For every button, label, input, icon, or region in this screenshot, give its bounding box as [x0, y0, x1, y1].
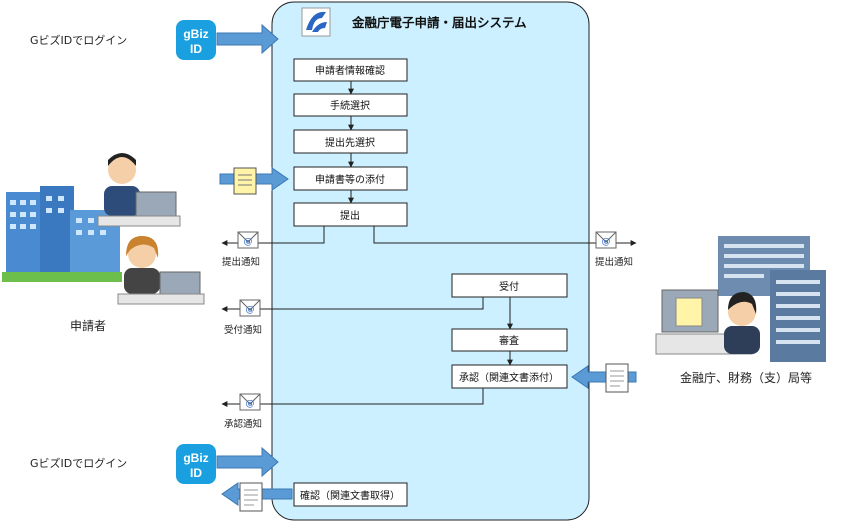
gbiz-logo-line1: gBiz	[183, 27, 208, 41]
person-icon	[724, 292, 760, 354]
document-icon	[605, 363, 629, 393]
mail-icon: @	[595, 231, 617, 249]
svg-text:@: @	[246, 399, 255, 409]
applicant-label: 申請者	[70, 319, 106, 333]
step-label-accept: 受付	[499, 280, 519, 293]
step-label-procedure: 手続選択	[330, 99, 370, 112]
login-bottom-label: GビズIDでログイン	[30, 456, 127, 470]
mail-icon: @	[239, 299, 261, 317]
step-box-confirm	[293, 482, 408, 507]
step-label-confirm: 確認（関連文書取得）	[300, 489, 400, 502]
step-label-approve: 承認（関連文書添付）	[459, 371, 559, 384]
mail-icon: @	[237, 231, 259, 249]
submit-notice-right-label: 提出通知	[595, 256, 633, 268]
svg-text:@: @	[602, 237, 611, 247]
accept-notice-label: 受付通知	[224, 324, 262, 336]
submit-notice-left-label: 提出通知	[222, 256, 260, 268]
approve-line	[221, 388, 484, 407]
step-box-procedure	[293, 93, 408, 117]
mail-icon: @	[239, 393, 261, 411]
computer-icon	[117, 271, 205, 305]
step-box-accept	[451, 273, 568, 298]
step-box-approve	[451, 364, 568, 389]
gbiz-logo-line2: ID	[190, 466, 202, 480]
submit-right-line	[373, 226, 637, 246]
step-label-applicant-info: 申請者情報確認	[315, 64, 385, 77]
svg-text:@: @	[244, 237, 253, 247]
document-icon	[233, 167, 257, 195]
step-label-review: 審査	[499, 334, 519, 347]
gbiz-id-icon: gBiz ID	[176, 444, 216, 484]
step-box-attach	[293, 166, 408, 191]
step-box-submit	[293, 202, 408, 227]
login-bottom-arrow	[216, 446, 279, 478]
document-icon	[239, 482, 263, 512]
gbiz-logo-line1: gBiz	[183, 451, 208, 465]
agency-label: 金融庁、財務（支）局等	[680, 370, 812, 385]
step-box-destination	[293, 129, 408, 154]
step-label-attach: 申請書等の添付	[315, 173, 385, 186]
gbiz-id-icon: gBiz ID	[176, 20, 216, 60]
person-icon	[124, 236, 160, 294]
system-title: 金融庁電子申請・届出システム	[351, 15, 527, 30]
person-icon	[104, 153, 140, 216]
fsa-logo-icon	[301, 7, 331, 37]
svg-text:@: @	[246, 305, 255, 315]
agency-building-icon	[718, 236, 826, 362]
step-label-destination: 提出先選択	[325, 136, 375, 149]
login-top-arrow	[216, 23, 279, 55]
approve-notice-label: 承認通知	[224, 418, 262, 430]
gbiz-logo-line2: ID	[190, 42, 202, 56]
accept-line	[221, 297, 484, 312]
login-top-label: GビズIDでログイン	[30, 33, 127, 47]
computer-icon	[97, 191, 181, 227]
step-box-review	[451, 328, 568, 352]
step-label-submit: 提出	[340, 209, 360, 222]
step-box-applicant-info	[293, 58, 408, 82]
